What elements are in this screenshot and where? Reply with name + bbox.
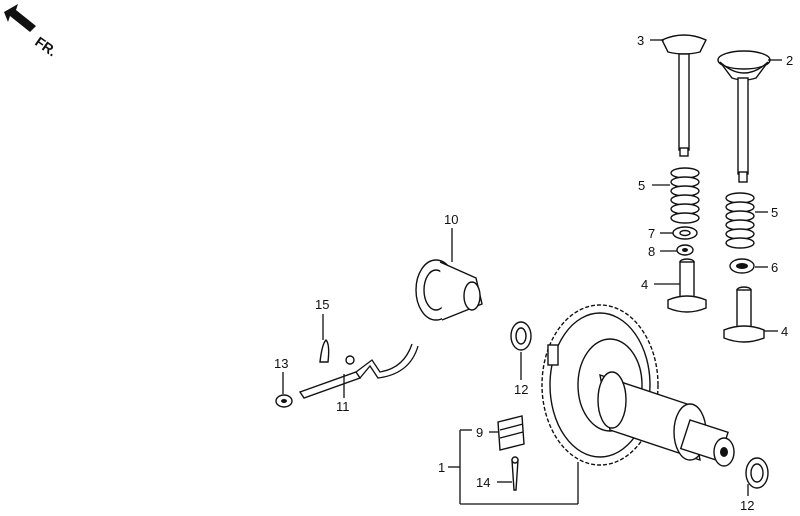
governor-holder — [415, 259, 483, 321]
callout-governor-holder: 10 — [444, 212, 458, 227]
washer-right — [745, 457, 769, 489]
valve-spring-left — [670, 167, 700, 224]
callout-camshaft-assembly: 1 — [438, 460, 445, 475]
callout-cotter: 8 — [648, 244, 655, 259]
valve-lifter-left — [667, 258, 707, 313]
callout-pin: 15 — [315, 297, 329, 312]
callout-washer-left: 12 — [514, 382, 528, 397]
washer-left — [510, 321, 532, 351]
exhaust-valve — [717, 50, 771, 183]
callout-exhaust-valve: 2 — [786, 53, 793, 68]
callout-valve-lifter-right: 4 — [781, 324, 788, 339]
callout-washer-right: 12 — [740, 498, 754, 513]
callout-washer-13: 13 — [274, 356, 288, 371]
callout-valve-spring-right: 5 — [771, 205, 778, 220]
cotter-pin — [511, 456, 519, 491]
callout-weight: 9 — [476, 425, 483, 440]
valve-rotator — [729, 258, 755, 274]
callout-governor-lever: 11 — [336, 399, 350, 414]
governor-pin — [319, 339, 330, 363]
front-direction-arrow-icon — [4, 4, 36, 32]
governor-weight — [497, 415, 525, 451]
valve-lifter-right — [723, 286, 765, 343]
intake-valve — [661, 34, 707, 157]
callout-cotter-pin: 14 — [476, 475, 490, 490]
spring-retainer — [672, 226, 698, 240]
valve-spring-right — [725, 192, 755, 249]
callout-valve-spring-left: 5 — [638, 178, 645, 193]
orientation-label: FR. — [32, 33, 60, 59]
assembly-bracket — [448, 429, 579, 505]
callout-intake-valve: 3 — [637, 33, 644, 48]
callout-rotator: 6 — [771, 260, 778, 275]
valve-cotter — [676, 244, 694, 256]
callout-retainer: 7 — [648, 226, 655, 241]
governor-lever — [298, 343, 419, 399]
callout-valve-lifter-left: 4 — [641, 277, 648, 292]
washer-13 — [275, 394, 293, 408]
camshaft-gear — [541, 304, 735, 467]
